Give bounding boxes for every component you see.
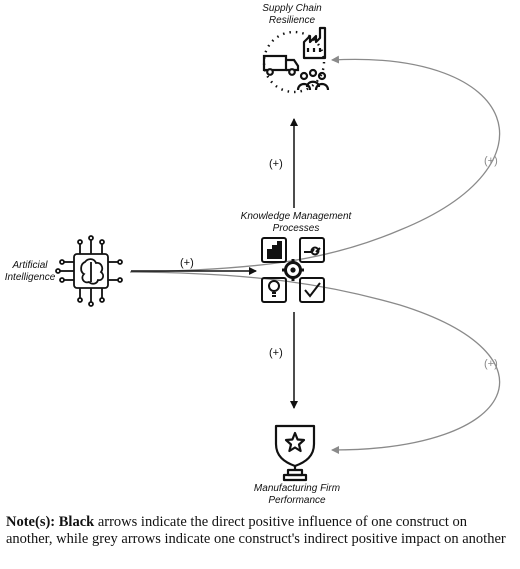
sign-ai-kmp: (+) — [180, 257, 194, 269]
node-kmp: Knowledge Management Processes — [241, 211, 353, 303]
sign-ai-scr-indirect: (+) — [484, 155, 498, 167]
node-scr: Supply Chain Resilience — [262, 3, 330, 94]
arrow-ai-to-scr-indirect — [129, 55, 501, 273]
truck-factory-people-icon — [262, 26, 330, 94]
arrow-ai-to-mfp-indirect — [129, 271, 501, 454]
mfp-label-line2: Performance — [268, 495, 326, 506]
note-black-word: Black — [58, 514, 95, 530]
ai-label-line2: Intelligence — [5, 272, 56, 283]
scr-label-line1: Supply Chain — [262, 3, 322, 14]
node-ai: Artificial Intelligence — [5, 235, 123, 307]
trophy-star-icon — [274, 424, 316, 482]
scr-label-line2: Resilience — [269, 15, 316, 26]
note-text: arrows indicate the direct positive infl… — [6, 514, 506, 547]
circuit-brain-icon — [55, 235, 123, 307]
ai-label-line1: Artificial — [11, 260, 48, 271]
kmp-label-line2: Processes — [273, 223, 320, 234]
sign-ai-mfp-indirect: (+) — [484, 358, 498, 370]
figure-note: Note(s): Black arrows indicate the direc… — [6, 514, 514, 548]
conceptual-model-diagram: (+) (+) (+) (+) (+) Supply Chain Resilie… — [5, 3, 501, 506]
note-prefix: Note(s): — [6, 514, 56, 530]
gear-dashboard-icon — [261, 237, 325, 303]
mfp-label-line1: Manufacturing Firm — [254, 483, 340, 494]
sign-kmp-mfp: (+) — [269, 347, 283, 359]
sign-kmp-scr: (+) — [269, 158, 283, 170]
node-mfp: Manufacturing Firm Performance — [254, 424, 340, 506]
kmp-label-line1: Knowledge Management — [241, 211, 353, 222]
